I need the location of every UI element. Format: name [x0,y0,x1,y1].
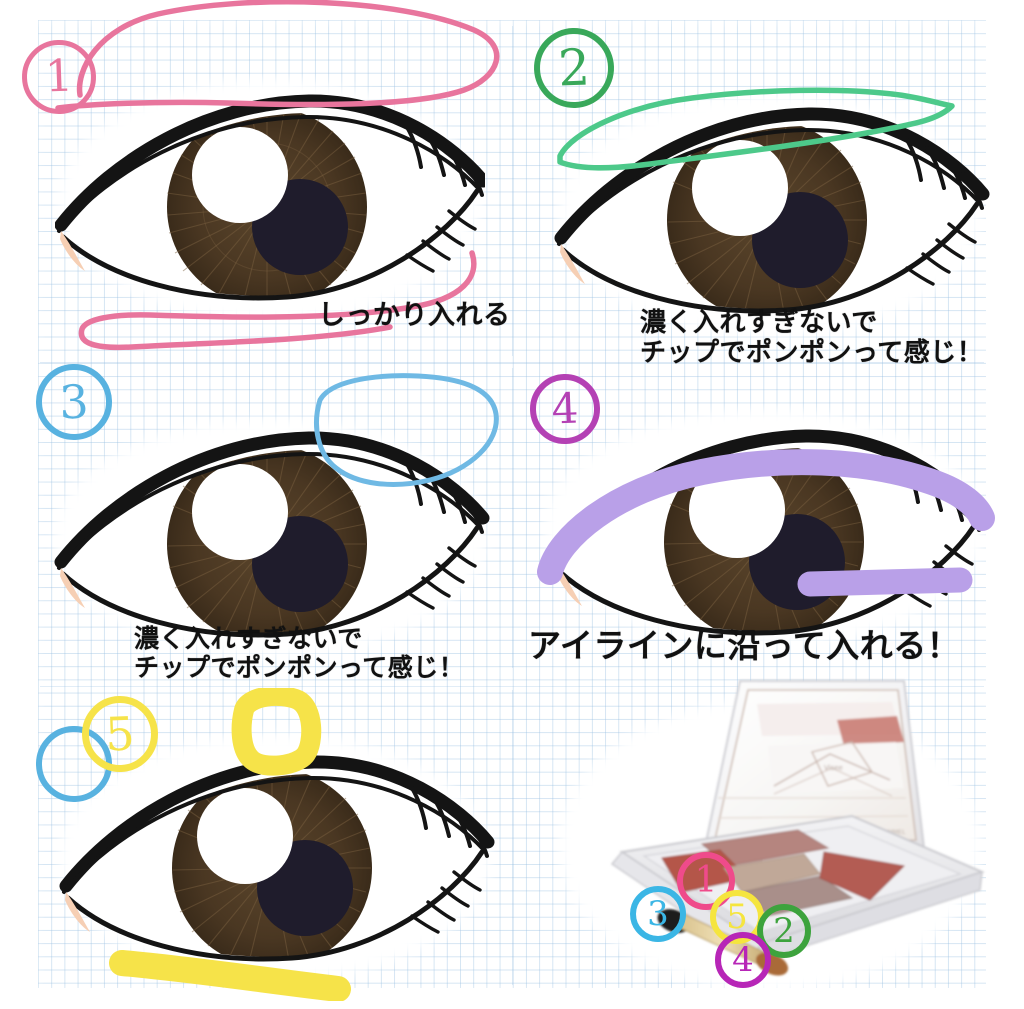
svg-text:Visee: Visee [824,764,843,772]
step-panel-4: 4 アイラインに沿って入れる！ [512,362,1024,686]
palette-label-2: 2 [757,904,811,958]
step-number-1-label: 1 [44,50,74,103]
step-number-4-label: 4 [550,383,580,434]
panel-divider-horizontal-2 [40,686,984,687]
palette-label-4: 4 [715,932,771,988]
step-panel-1: 1 しっかり入れる [0,0,512,362]
eye-illustration-1 [55,94,485,301]
palette-label-3: 3 [630,886,686,942]
step-panel-2: 2 濃く入れすぎないで チップでポンポンって感じ！ [512,0,1024,368]
palette-label-3-text: 3 [647,894,669,934]
panel-divider-vertical-bottom [512,690,513,985]
eye-illustration-5 [59,755,495,962]
panel-divider-vertical-mid [512,368,513,668]
palette-label-4-text: 4 [732,940,754,980]
panel-divider-horizontal-1 [40,362,984,363]
palette-label-1-text: 1 [694,860,718,901]
step-3-caption: 濃く入れすぎないで チップでポンポンって感じ！ [134,624,465,682]
svg-text:RIMMEL: RIMMEL [882,829,906,836]
step-panel-3: 3 濃く入れすぎないで チップでポンポンって感じ！ [0,362,512,804]
step-number-3-label: 3 [58,374,90,430]
step-4-caption: アイラインに沿って入れる！ [528,626,961,665]
palette-label-1: 1 [677,852,735,910]
eye-illustration-3 [54,431,490,638]
palette-label-5-text: 5 [726,897,748,937]
step-2-caption: 濃く入れすぎないで チップでポンポンって感じ！ [640,308,984,369]
step-panel-5: 5 [0,686,512,1009]
panel-divider-vertical-top [512,26,513,356]
eye-illustration-4 [551,429,987,636]
step-number-5-label: 5 [104,706,136,762]
eye-illustration-2 [554,107,990,314]
step-number-2-label: 2 [557,38,591,98]
palette-panel: Visee RIMMEL [512,680,1024,1009]
step-1-caption: しっかり入れる [318,300,511,331]
palette-label-2-text: 2 [773,911,795,951]
